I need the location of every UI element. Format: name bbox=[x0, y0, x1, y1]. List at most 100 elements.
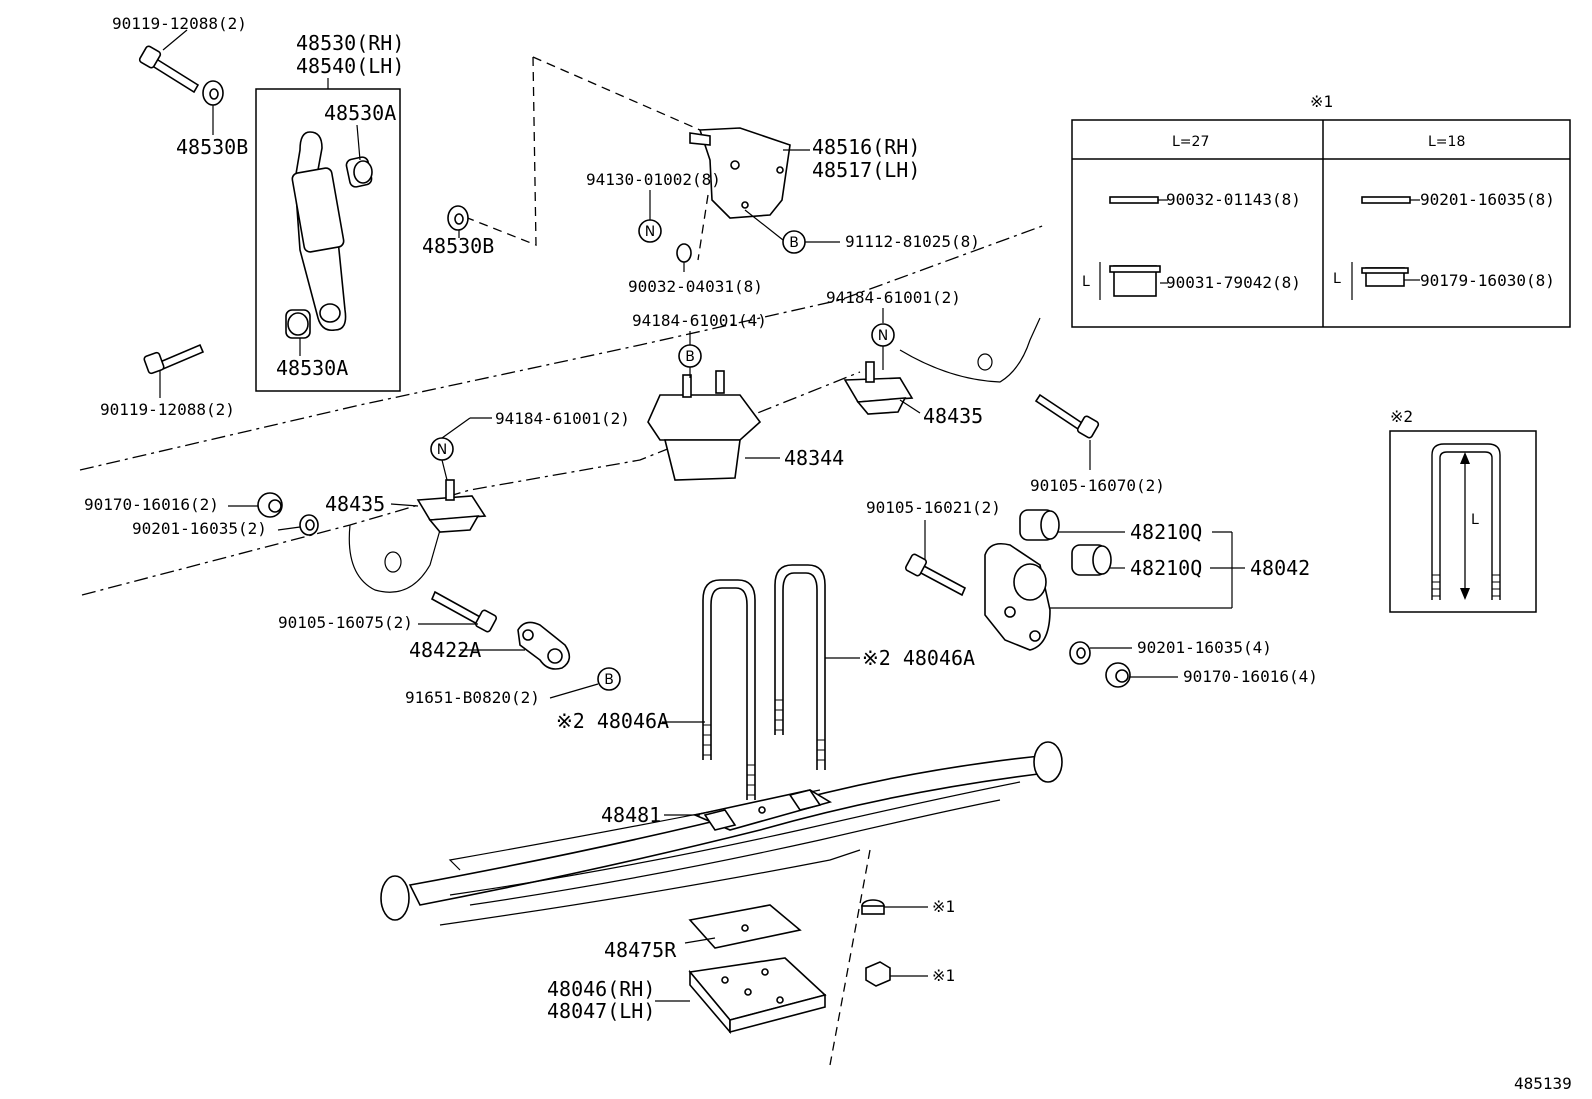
label-nut-90170-right[interactable]: 90170-16016(4) bbox=[1183, 667, 1318, 686]
svg-text:N: N bbox=[878, 328, 888, 344]
svg-text:B: B bbox=[789, 235, 799, 251]
washer-icon[interactable] bbox=[1069, 641, 1091, 665]
bushing-icon[interactable] bbox=[1019, 509, 1060, 541]
diagram-id: 485139 bbox=[1514, 1074, 1572, 1093]
plate-icon[interactable] bbox=[517, 621, 571, 670]
pad-icon[interactable] bbox=[688, 904, 802, 949]
label-bolt-91112[interactable]: 91112-81025(8) bbox=[845, 232, 980, 251]
label-ref-note-1b: ※1 bbox=[932, 966, 955, 985]
part-labels: 90119-12088(2) 48530(RH) 48540(LH) 48530… bbox=[84, 14, 1572, 1093]
svg-text:B: B bbox=[604, 672, 614, 688]
table2-title: ※2 bbox=[1390, 407, 1413, 426]
label-pad-48475r[interactable]: 48475R bbox=[604, 938, 677, 962]
label-plate-48422a[interactable]: 48422A bbox=[409, 638, 481, 662]
label-bushing-a-top[interactable]: 48530A bbox=[324, 101, 396, 125]
label-bumper-48344[interactable]: 48344 bbox=[784, 446, 844, 470]
bushing-icon[interactable] bbox=[285, 309, 311, 339]
table1-r2c2[interactable]: 90179-16030(8) bbox=[1420, 271, 1555, 290]
washer-icon[interactable] bbox=[447, 205, 469, 231]
table2-dim-l: L bbox=[1471, 512, 1479, 528]
table1-dim-l-left: L bbox=[1082, 274, 1090, 290]
svg-text:B: B bbox=[685, 349, 695, 365]
washer-icon[interactable] bbox=[202, 80, 224, 106]
label-bolt-90105-16021[interactable]: 90105-16021(2) bbox=[866, 498, 1001, 517]
u-bolt-icon[interactable] bbox=[774, 564, 826, 770]
u-bolt-icon[interactable] bbox=[702, 579, 756, 800]
reference-table-2: ※2 L bbox=[1389, 407, 1537, 613]
table1-col1: L=27 bbox=[1172, 134, 1209, 150]
nut-icon[interactable] bbox=[1105, 662, 1131, 688]
bolt-icon[interactable] bbox=[138, 45, 200, 94]
label-washer-90201-left[interactable]: 90201-16035(2) bbox=[132, 519, 267, 538]
nut-icon[interactable] bbox=[865, 961, 891, 987]
label-nut-90170-left[interactable]: 90170-16016(2) bbox=[84, 495, 219, 514]
bolt-icon[interactable] bbox=[904, 553, 967, 597]
label-bolt-90105-16070[interactable]: 90105-16070(2) bbox=[1030, 476, 1165, 495]
label-bracket-lh[interactable]: 48517(LH) bbox=[812, 158, 920, 182]
label-bolt-90105-16075[interactable]: 90105-16075(2) bbox=[278, 613, 413, 632]
marker-n-icon: N bbox=[430, 437, 454, 461]
label-nut-94184-2a[interactable]: 94184-61001(2) bbox=[826, 288, 961, 307]
bushing-icon[interactable] bbox=[345, 156, 373, 188]
bolt-icon[interactable] bbox=[1034, 393, 1100, 439]
label-bolt-91651[interactable]: 91651-B0820(2) bbox=[405, 688, 540, 707]
table1-r1c1[interactable]: 90032-01143(8) bbox=[1166, 190, 1301, 209]
svg-text:N: N bbox=[437, 442, 447, 458]
small-washer-icon[interactable] bbox=[676, 243, 692, 263]
bushing-icon[interactable] bbox=[1071, 544, 1112, 576]
svg-text:N: N bbox=[645, 224, 655, 240]
label-bumper-48435-right[interactable]: 48435 bbox=[923, 404, 983, 428]
label-seat-rh[interactable]: 48046(RH) bbox=[547, 977, 655, 1001]
collar-icon[interactable] bbox=[861, 899, 885, 915]
spacer-icon[interactable] bbox=[692, 789, 833, 831]
marker-n-icon: N bbox=[871, 323, 895, 347]
bolt-icon[interactable] bbox=[143, 343, 205, 375]
leaf-spring-icon[interactable] bbox=[380, 741, 1063, 926]
marker-b-icon: B bbox=[597, 667, 621, 691]
u-bolt-icon bbox=[1431, 443, 1501, 600]
label-shackle-48042[interactable]: 48042 bbox=[1250, 556, 1310, 580]
bumper-48435-right-icon[interactable] bbox=[843, 361, 914, 415]
label-bolt-top-left[interactable]: 90119-12088(2) bbox=[112, 14, 247, 33]
label-shock-lh[interactable]: 48540(LH) bbox=[296, 54, 404, 78]
label-bolt-bottom-left[interactable]: 90119-12088(2) bbox=[100, 400, 235, 419]
label-washer-b-left[interactable]: 48530B bbox=[176, 135, 248, 159]
table1-r2c1[interactable]: 90031-79042(8) bbox=[1166, 273, 1301, 292]
label-ubolt-right[interactable]: ※2 48046A bbox=[862, 646, 975, 670]
label-ref-note-1a: ※1 bbox=[932, 897, 955, 916]
label-seat-lh[interactable]: 48047(LH) bbox=[547, 999, 655, 1023]
guide-lines bbox=[459, 56, 871, 1066]
label-nut-94184-2b[interactable]: 94184-61001(2) bbox=[495, 409, 630, 428]
label-nut-94130[interactable]: 94130-01002(8) bbox=[586, 170, 721, 189]
label-bumper-48435-left[interactable]: 48435 bbox=[325, 492, 385, 516]
label-bushing-48210q-1[interactable]: 48210Q bbox=[1130, 520, 1202, 544]
label-washer-90032[interactable]: 90032-04031(8) bbox=[628, 277, 763, 296]
shock-absorber-icon[interactable] bbox=[291, 131, 347, 332]
shackle-icon[interactable] bbox=[984, 542, 1051, 651]
label-washer-b-mid[interactable]: 48530B bbox=[422, 234, 494, 258]
bolt-icon[interactable] bbox=[430, 590, 498, 633]
table1-dim-l-right: L bbox=[1333, 271, 1341, 287]
bumper-48435-left-icon[interactable] bbox=[416, 479, 487, 533]
label-shock-rh[interactable]: 48530(RH) bbox=[296, 31, 404, 55]
bracket-icon[interactable] bbox=[689, 127, 791, 219]
label-bushing-48210q-2[interactable]: 48210Q bbox=[1130, 556, 1202, 580]
table1-r1c2[interactable]: 90201-16035(8) bbox=[1420, 190, 1555, 209]
washer-icon[interactable] bbox=[299, 514, 319, 536]
marker-n-icon: N bbox=[638, 219, 662, 243]
label-bushing-a-bottom[interactable]: 48530A bbox=[276, 356, 348, 380]
bumper-48344-icon[interactable] bbox=[647, 370, 762, 481]
marker-b-icon: B bbox=[678, 344, 702, 368]
label-spacer-48481[interactable]: 48481 bbox=[601, 803, 661, 827]
label-washer-90201-right[interactable]: 90201-16035(4) bbox=[1137, 638, 1272, 657]
label-nut-94184-4[interactable]: 94184-61001(4) bbox=[632, 311, 767, 330]
label-bracket-rh[interactable]: 48516(RH) bbox=[812, 135, 920, 159]
leader-lines bbox=[159, 29, 1245, 1002]
nut-icon[interactable] bbox=[257, 492, 283, 518]
seat-icon[interactable] bbox=[688, 957, 827, 1035]
label-ubolt-left[interactable]: ※2 48046A bbox=[556, 709, 669, 733]
reference-table-1: ※1 L=27 L=18 90032-01143(8) 90201-16035(… bbox=[1071, 92, 1571, 328]
shock-absorber-group bbox=[255, 88, 401, 392]
table1-col2: L=18 bbox=[1428, 134, 1465, 150]
